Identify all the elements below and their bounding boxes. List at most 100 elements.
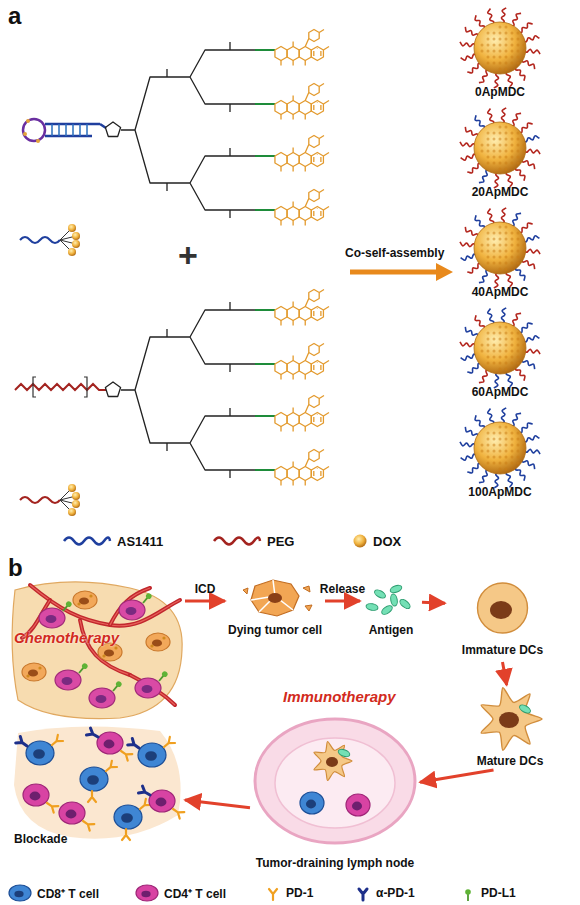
nanoparticle-shape xyxy=(511,156,514,159)
aptamer-chain xyxy=(460,442,475,447)
nanoparticle-shape xyxy=(499,50,502,53)
nanoparticle-shape xyxy=(499,132,502,135)
nanoparticle-shape xyxy=(493,350,496,353)
nanoparticle-shape xyxy=(517,38,520,41)
tumor-tissue-shape xyxy=(30,585,180,626)
legend-swatch xyxy=(135,884,159,902)
t-cell-cluster-shape xyxy=(23,784,49,806)
peg-chain xyxy=(479,70,488,83)
tumor-tissue-shape xyxy=(115,680,123,688)
lymph-node-shape xyxy=(300,792,324,814)
legend-label: DOX xyxy=(373,534,401,549)
nanoparticle-shape xyxy=(505,144,508,147)
nanoparticle-shape xyxy=(517,338,520,341)
nanoparticle-shape xyxy=(481,244,484,247)
nanoparticle-shape xyxy=(505,332,508,335)
tumor-tissue-shape xyxy=(73,591,97,609)
tumor-tissue-shape xyxy=(145,592,153,600)
legend-swatch xyxy=(352,532,368,550)
nanoparticle-shape xyxy=(505,32,508,35)
tumor-tissue-shape xyxy=(102,654,105,657)
nanoparticle-shape xyxy=(499,156,502,159)
t-cell-cluster-shape xyxy=(121,813,133,823)
t-cell-cluster-shape xyxy=(122,829,130,840)
nanoparticle-shape xyxy=(511,150,514,153)
nanoparticle-shape xyxy=(487,144,490,147)
nanoparticle-shape xyxy=(511,256,514,259)
nanoparticle-shape xyxy=(505,338,508,341)
nanoparticle-shape xyxy=(487,150,490,153)
nanoparticle-shape xyxy=(487,238,490,241)
legend-swatch xyxy=(354,535,367,548)
aptamer-chain xyxy=(465,327,478,336)
peg-conjugate-icon xyxy=(20,484,80,516)
nanoparticle-shape xyxy=(511,450,514,453)
tumor-tissue-shape xyxy=(89,594,92,597)
tumor-tissue-shape xyxy=(55,670,81,690)
peg-chain xyxy=(519,223,532,232)
nanoparticle-shape xyxy=(487,38,490,41)
nanoparticle-shape xyxy=(511,362,514,365)
t-cell-cluster-shape xyxy=(161,737,175,750)
legend-swatch xyxy=(62,532,112,550)
legend-swatch xyxy=(64,538,110,545)
node-label: 20ApMDC xyxy=(455,184,545,200)
peg-chain xyxy=(522,160,535,169)
aptamer-chain xyxy=(515,267,524,280)
nanoparticle-shape xyxy=(505,350,508,353)
nanoparticle-shape xyxy=(517,32,520,35)
nanoparticle-shape xyxy=(505,326,508,329)
legend-label: CD4⁺ T cell xyxy=(164,885,226,902)
nanoparticle-shape xyxy=(493,132,496,135)
peg-chain xyxy=(460,142,475,147)
nanoparticle-shape xyxy=(493,156,496,159)
t-cell-cluster-shape xyxy=(80,767,108,791)
aptamer-chain xyxy=(501,308,506,323)
aptamer-chain xyxy=(524,336,539,342)
particle-core xyxy=(474,322,526,374)
nanoparticle-shape xyxy=(493,438,496,441)
nanoparticle-shape xyxy=(511,250,514,253)
nanoparticle-shape xyxy=(517,456,520,459)
node-label: Dying tumor cell xyxy=(225,622,325,638)
assembly-arrow xyxy=(350,270,438,275)
aptamer-chain xyxy=(479,470,488,483)
peg-chain xyxy=(467,263,480,272)
nanoparticle-shape xyxy=(487,344,490,347)
nanoparticle-shape xyxy=(517,50,520,53)
nanoparticle-shape xyxy=(523,444,526,447)
tumor-tissue-shape xyxy=(130,675,175,705)
peg-chain xyxy=(515,367,524,380)
dying-cell-shape xyxy=(243,586,312,611)
tumor-tissue-shape xyxy=(89,688,115,708)
tumor-tissue-shape xyxy=(79,668,83,673)
peg-chain xyxy=(501,8,506,23)
nanoparticle-shape xyxy=(499,162,502,165)
nanoparticle-shape xyxy=(499,256,502,259)
t-cell-cluster-shape xyxy=(66,810,77,819)
legend-swatch xyxy=(265,884,281,902)
legend-swatch xyxy=(9,885,31,901)
particle-core xyxy=(474,222,526,274)
mature-dc-shape xyxy=(481,688,542,750)
nanoparticle: 60ApMDC xyxy=(455,308,545,402)
nanoparticle-shape xyxy=(517,232,520,235)
node-label: Antigen xyxy=(360,622,422,638)
peg-chain xyxy=(475,15,484,28)
tumor-tissue-shape xyxy=(126,607,137,615)
nanoparticle-shape xyxy=(499,356,502,359)
nanoparticle-shape xyxy=(523,244,526,247)
immature-dc-shape xyxy=(478,583,528,633)
nanoparticle-shape xyxy=(493,244,496,247)
panel-letter: a xyxy=(8,2,21,30)
aptamer-conjugate-icon xyxy=(72,240,80,248)
nanoparticle-shape xyxy=(499,38,502,41)
nanoparticle-shape xyxy=(493,462,496,465)
edge-label: Release xyxy=(320,582,365,596)
legend-entry: CD8⁺ T cell xyxy=(8,884,99,902)
nanoparticle-shape xyxy=(499,250,502,253)
tumor-tissue-shape xyxy=(38,666,41,669)
nanoparticle-shape xyxy=(487,362,490,365)
nanoparticle-shape xyxy=(499,368,502,371)
nanoparticle-shape xyxy=(493,38,496,41)
